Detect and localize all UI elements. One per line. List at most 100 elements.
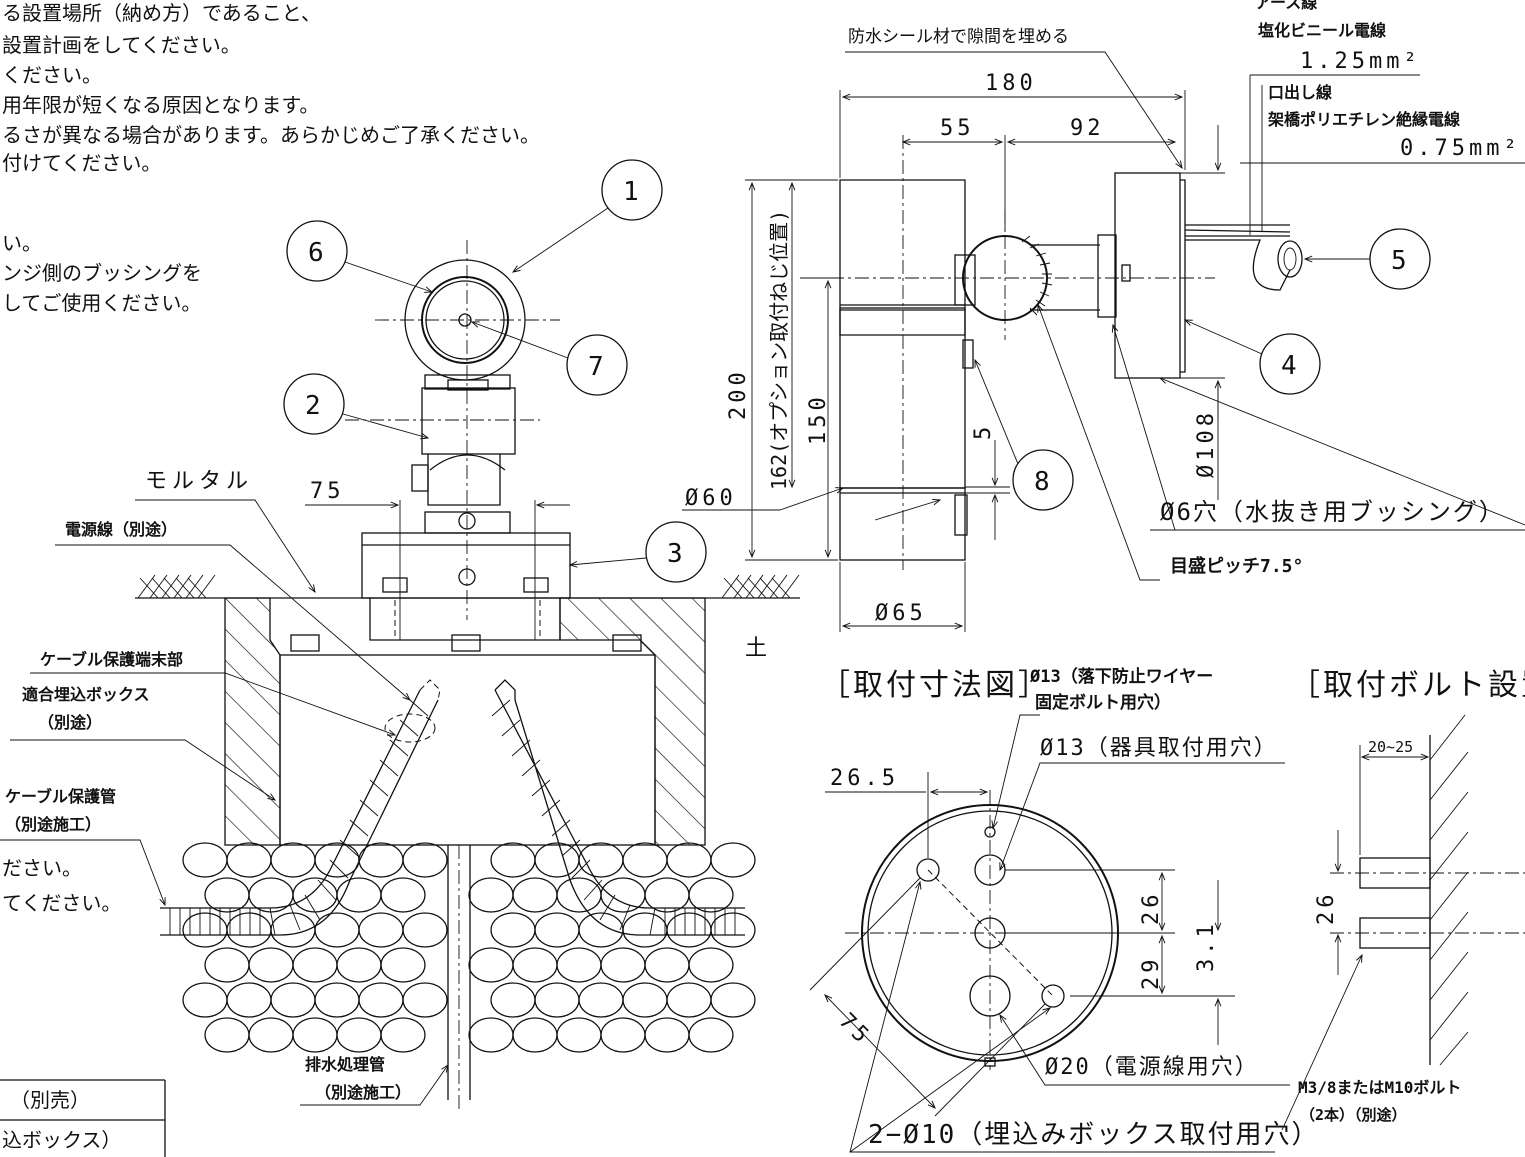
note-mid-2: ンジ側のブッシングを [2,261,202,285]
dim-5: 5 [971,423,996,440]
dim-26-5: 26.5 [830,766,899,791]
dim-26-plan: 26 [1139,891,1164,926]
gravel-stone [336,947,382,983]
gravel-stone [710,982,756,1018]
svg-text:5: 5 [1391,246,1407,276]
earth-label: アース線 [1255,0,1317,12]
note-line-3: ください。 [2,63,102,87]
gravel-stone [644,877,690,913]
notes-low: ださい。 てください。 [2,856,121,915]
dim-200: 200 [726,368,751,420]
gravel-stone [182,982,228,1018]
dim-92: 92 [1070,116,1105,141]
hole13a-label: Ø13（落下防止ワイヤー [1029,666,1213,687]
hole-20 [969,975,1011,1017]
svg-text:2: 2 [305,391,321,421]
callout-8: 8 [974,358,1074,511]
gravel-stone [622,842,668,878]
gravel-bed [182,842,756,1053]
hole10-label: 2−Ø10（埋込みボックス取付用穴） [868,1120,1320,1150]
gravel-stone [534,912,580,948]
gravel-stone [402,912,448,948]
xlpe-size: 0.75mm² [1400,136,1521,161]
gravel-stone [688,1017,734,1053]
callout-4: 4 [1183,319,1321,395]
notes-mid: い。 ンジ側のブッシングを してご使用ください。 [2,231,202,315]
callout-3: 3 [568,521,707,583]
dim-162: 162(オプション取付ねじ位置) [767,210,791,490]
svg-text:4: 4 [1281,351,1297,381]
callout-5: 5 [1303,228,1431,290]
svg-text:6: 6 [308,238,324,268]
dim-150: 150 [806,393,831,445]
gravel-stone [710,842,756,878]
ground-hatch-right [721,574,800,599]
bolt-upper [1359,857,1431,889]
parts-table: （別売） 込ボックス） [0,1079,166,1157]
svg-text:8: 8 [1034,467,1050,497]
gravel-stone [292,947,338,983]
gravel-stone [292,877,338,913]
gravel-stone [490,912,536,948]
gravel-stone [358,842,404,878]
gravel-stone [358,912,404,948]
gravel-stone [644,947,690,983]
note-line-1: る設置場所（納め方）であること、 [2,1,321,25]
gravel-stone [402,842,448,878]
gravel-stone [688,877,734,913]
gravel-stone [600,877,646,913]
xlpe-label: 架橋ポリエチレン絶縁電線 [1267,110,1460,129]
callout-2: 2 [283,373,430,440]
cable-pipe-label: ケーブル保護管 [5,787,116,806]
table-row-1: （別売） [10,1088,90,1112]
gravel-stone [248,1017,294,1053]
gravel-stone [314,842,360,878]
gravel-stone [710,912,756,948]
callout-1: 1 [511,159,663,273]
gravel-stone [490,982,536,1018]
wall-hatch [1429,714,1469,1066]
bolt-label: M3/8またはM10ボルト [1298,1078,1461,1097]
dim-60: Ø60 [685,486,737,511]
gravel-stone [204,1017,250,1053]
box-label-sub: （別途） [38,713,102,732]
pole-base [839,487,966,561]
vinyl-label: 塩化ビニール電線 [1258,21,1386,40]
seal-label: 防水シール材で隙間を埋める [848,27,1069,47]
note-mid-3: してご使用ください。 [2,291,201,315]
dim-180: 180 [985,71,1037,96]
bolt-title: ［取付ボルト設置図 [1290,668,1525,703]
svg-text:7: 7 [588,352,604,382]
gravel-stone [556,947,602,983]
gravel-stone [314,982,360,1018]
bolt-lower [1359,917,1431,949]
gravel-stone [336,1017,382,1053]
notes-top: る設置場所（納め方）であること、 設置計画をしてください。 ください。 用年限が… [2,1,540,175]
lamp-head-side [1114,172,1181,379]
note-low-2: てください。 [2,891,121,915]
bolt-install-view: ［取付ボルト設置図 20~25 26 M3/8またはM10ボルト （2本）（別途… [1281,668,1525,1131]
fixture-base [361,532,571,599]
drain-label: 排水処理管 [305,1055,385,1074]
gravel-stone [248,877,294,913]
note-low-1: ださい。 [2,856,82,880]
svg-text:1: 1 [623,177,639,207]
gravel-stone [622,982,668,1018]
gravel-stone [622,912,668,948]
cable-pipe-label-sub: （別途施工） [5,815,101,834]
gravel-stone [468,947,514,983]
gravel-stone [512,947,558,983]
drain-label-sub: （別途施工） [315,1083,411,1102]
gravel-stone [182,842,228,878]
mount-title: ［取付寸法図］ [820,668,1051,703]
embedded-box [279,654,656,846]
dim-29: 29 [1139,956,1164,991]
gravel-stone [248,947,294,983]
table-row-2: 込ボックス） [2,1128,121,1152]
dim-26-bolt: 26 [1314,891,1339,926]
note-mid-1: い。 [2,231,42,255]
hole-10-b [1041,984,1065,1008]
gravel-stone [644,1017,690,1053]
dim-65: Ø65 [875,601,927,626]
